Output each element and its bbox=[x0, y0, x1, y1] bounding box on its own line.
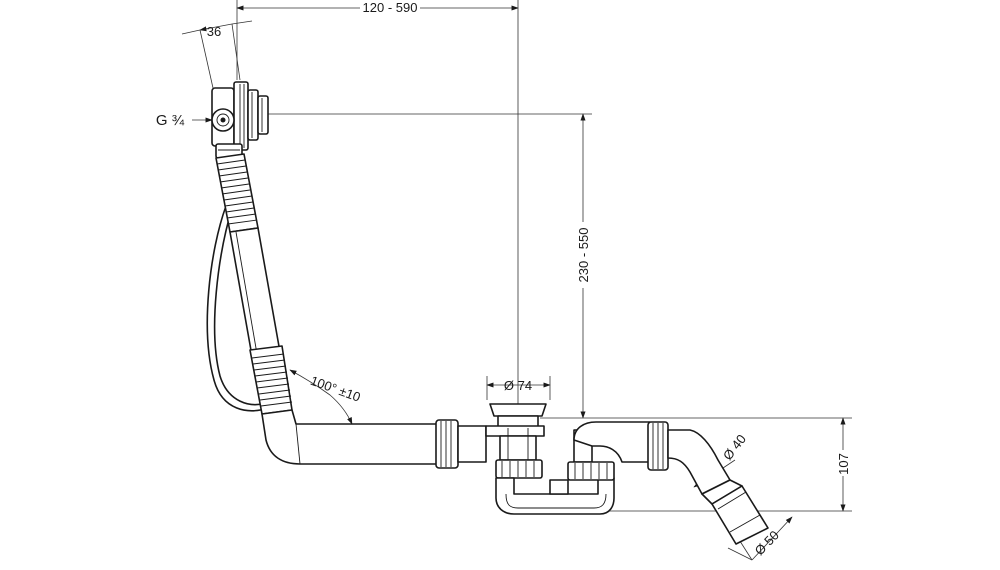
straight-pipe bbox=[229, 227, 281, 357]
outlet-assembly bbox=[567, 421, 769, 545]
control-cable bbox=[206, 205, 269, 412]
label-pipe-diameter-40: Ø 40 bbox=[720, 432, 749, 463]
label-drain-diameter: Ø 74 bbox=[504, 378, 532, 393]
dimension-lines bbox=[181, 0, 852, 561]
label-vertical-span: 230 - 550 bbox=[576, 228, 591, 283]
label-horizontal-span: 120 - 590 bbox=[363, 0, 418, 15]
flex-hose-lower bbox=[249, 345, 293, 415]
trap bbox=[495, 477, 615, 515]
union-nut-left bbox=[435, 419, 487, 469]
flex-hose-upper bbox=[215, 153, 259, 233]
label-overflow-depth: 36 bbox=[207, 24, 221, 39]
elbow-and-horizontal-pipe bbox=[261, 409, 441, 465]
label-trap-height: 107 bbox=[836, 453, 851, 475]
overflow-head bbox=[211, 81, 269, 159]
label-thread: G ¾ bbox=[156, 112, 185, 129]
drain-body bbox=[485, 403, 547, 479]
